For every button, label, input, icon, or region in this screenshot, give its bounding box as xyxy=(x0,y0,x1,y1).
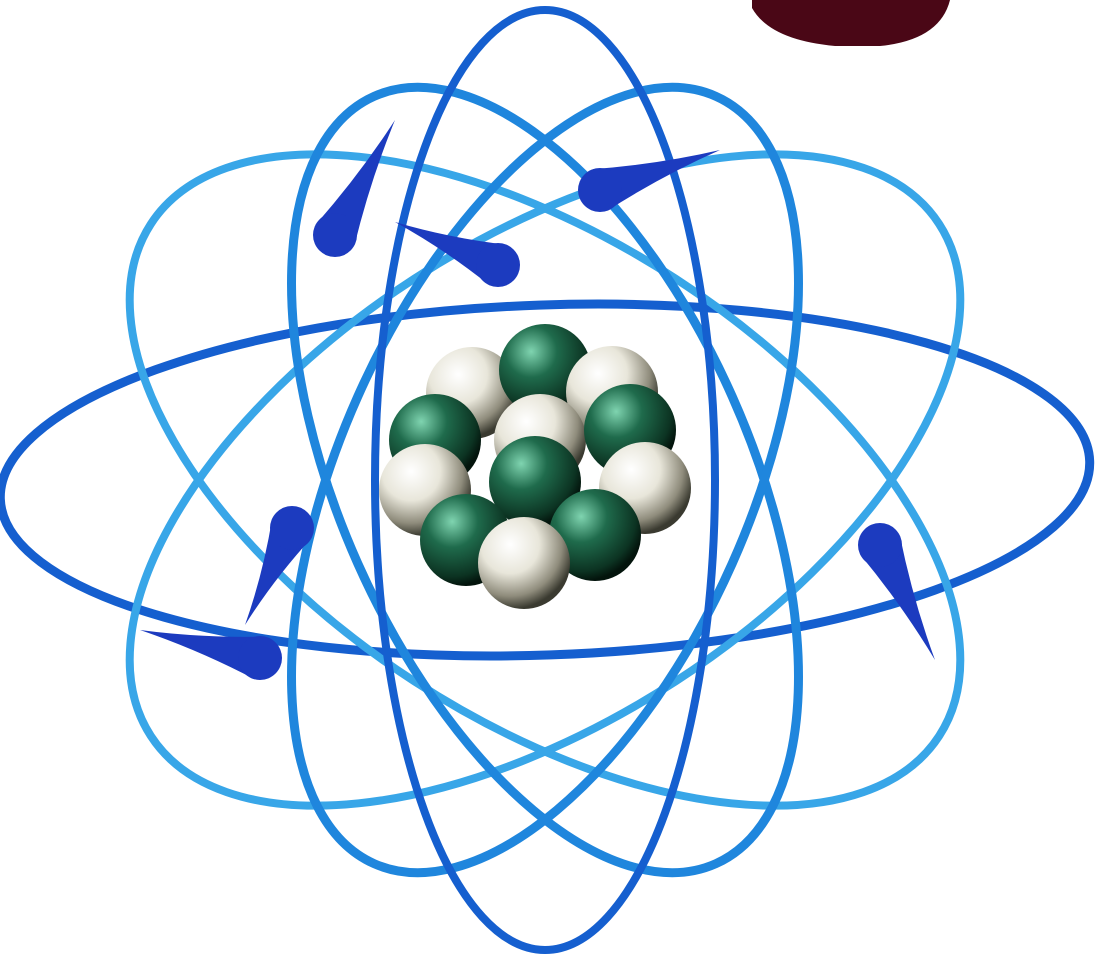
corner-logo-shape xyxy=(752,0,950,46)
electron-3 xyxy=(578,150,720,212)
nucleus xyxy=(379,324,691,609)
neutron-12 xyxy=(478,517,570,609)
electron-5 xyxy=(140,630,282,680)
